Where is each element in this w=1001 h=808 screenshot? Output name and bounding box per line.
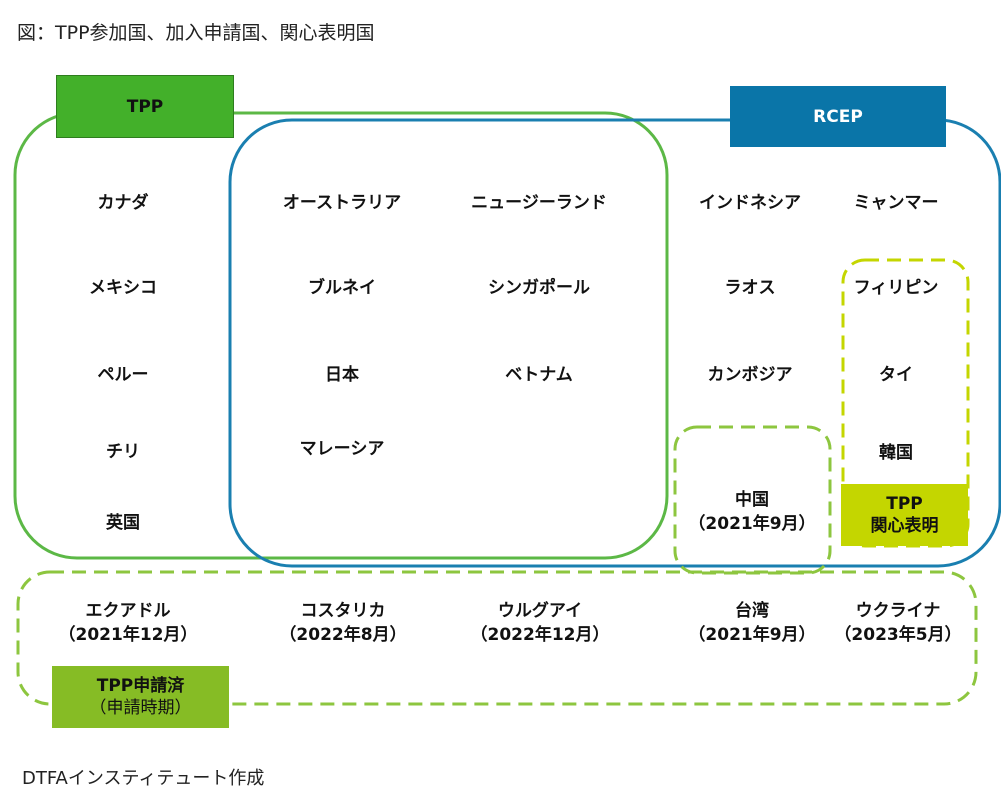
rcep-label: RCEP [813,106,863,127]
country-mexico: メキシコ [89,278,157,298]
source-credit: DTFAインスティテュート作成 [22,768,265,789]
country-new-zealand: ニュージーランド [471,193,607,213]
rcep-label-box: RCEP [730,86,946,147]
tpp-label-box: TPP [56,75,234,138]
country-cambodia: カンボジア [707,365,793,385]
tpp-label: TPP [126,96,164,117]
country-vietnam: ベトナム [505,365,573,385]
figure-title: 図：TPP参加国、加入申請国、関心表明国 [17,22,375,44]
country-canada: カナダ [97,193,149,213]
country-chile: チリ [106,442,140,462]
country-laos: ラオス [724,278,776,298]
country-ukraine-date: （2023年5月） [834,625,962,645]
country-uruguay: ウルグアイ [497,601,583,621]
country-indonesia: インドネシア [699,193,801,213]
country-japan: 日本 [325,365,359,385]
country-brunei: ブルネイ [308,278,376,298]
interest-region [841,258,970,548]
country-australia: オーストラリア [282,193,402,213]
interest-label-line1: TPP [886,494,923,514]
country-taiwan-date: （2021年9月） [688,625,816,645]
country-uruguay-date: （2022年12月） [470,625,610,645]
applied-label-line1: TPP申請済 [96,676,185,696]
country-ecuador-date: （2021年12月） [58,625,198,645]
country-singapore: シンガポール [488,278,590,298]
country-peru: ペルー [97,365,149,385]
rcep-region [228,118,1001,568]
country-china-date: （2021年9月） [688,514,816,534]
interest-label-line2: 関心表明 [870,516,939,536]
country-ecuador: エクアドル [85,601,171,621]
country-thailand: タイ [879,365,913,385]
applied-region [16,570,978,706]
country-costa-rica: コスタリカ [300,601,386,621]
country-ukraine: ウクライナ [855,601,941,621]
china-applied-region [673,425,832,575]
applied-label-box: TPP申請済 （申請時期） [52,666,229,728]
country-china: 中国 [735,490,769,510]
country-costa-rica-date: （2022年8月） [279,625,407,645]
tpp-region [13,111,669,560]
applied-label-line2: （申請時期） [89,698,192,718]
country-uk: 英国 [106,513,140,533]
country-philippines: フィリピン [853,278,939,298]
country-malaysia: マレーシア [299,439,385,459]
interest-label-box: TPP 関心表明 [841,484,968,546]
country-myanmar: ミャンマー [853,193,939,213]
country-taiwan: 台湾 [735,601,769,621]
country-korea: 韓国 [879,443,913,463]
